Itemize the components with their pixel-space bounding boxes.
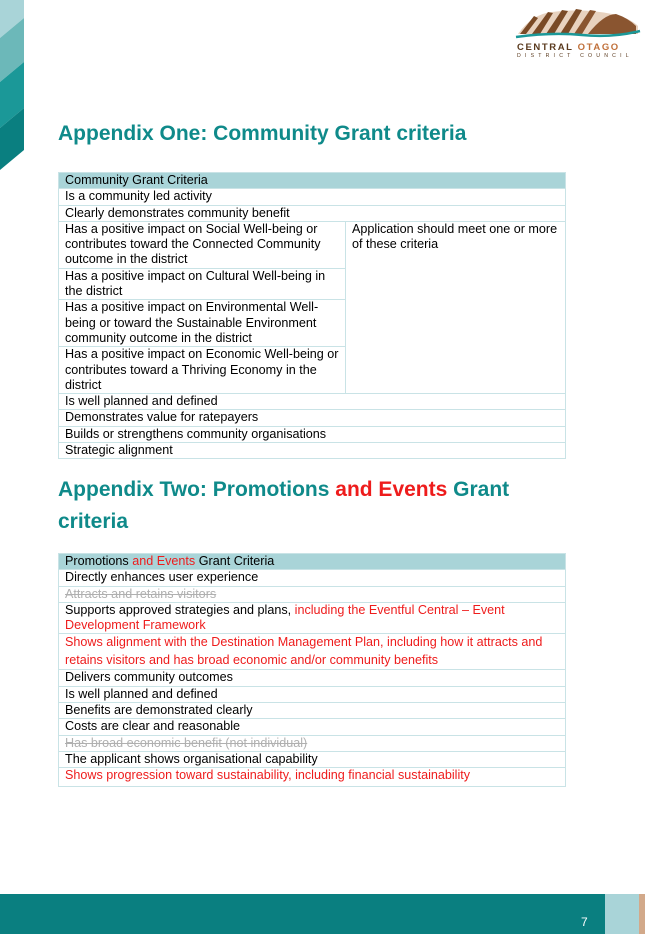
table-cell: Shows progression toward sustainability,… <box>58 767 566 787</box>
mountain-logo-icon <box>515 9 641 39</box>
table-row: Demonstrates value for ratepayers <box>58 409 566 427</box>
footer-accent-light <box>605 894 639 934</box>
table-row: Shows alignment with the Destination Man… <box>58 633 566 671</box>
table-cell: Costs are clear and reasonable <box>58 718 566 736</box>
table-row: The applicant shows organisational capab… <box>58 750 566 769</box>
page-footer: 7 <box>0 894 645 934</box>
table-row: Has a positive impact on Cultural Well-b… <box>58 267 566 301</box>
appendix-two-title: Appendix Two: Promotions and Events Gran… <box>58 478 510 533</box>
table-row: Strategic alignment <box>58 442 566 460</box>
page-number: 7 <box>581 915 588 929</box>
table-cell: Has a positive impact on Social Well-bei… <box>58 220 346 269</box>
table-header-row: Promotions and Events Grant Criteria <box>58 552 566 571</box>
table-header-row: Community Grant Criteria <box>58 171 566 190</box>
table-cell: Demonstrates value for ratepayers <box>58 409 566 427</box>
community-grant-criteria-table: Community Grant Criteria Is a community … <box>58 171 566 460</box>
table-cell: Shows alignment with the Destination Man… <box>58 633 566 671</box>
table-row: Delivers community outcomes <box>58 669 566 687</box>
table-cell: Has a positive impact on Cultural Well-b… <box>58 267 346 301</box>
logo-wordmark: CENTRAL OTAGO <box>517 42 620 53</box>
table-cell: Has a positive impact on Economic Well-b… <box>58 346 346 395</box>
table-cell: Has a positive impact on Environmental W… <box>58 299 346 348</box>
table-cell: Is well planned and defined <box>58 685 566 704</box>
table-cell: Delivers community outcomes <box>58 669 566 687</box>
table-row: Costs are clear and reasonable <box>58 718 566 736</box>
table-row: Builds or strengthens community organisa… <box>58 425 566 444</box>
table-row: Clearly demonstrates community benefit <box>58 204 566 222</box>
table-row: Has broad economic benefit (not individu… <box>58 734 566 752</box>
council-logo: CENTRAL OTAGO DISTRICT COUNCIL <box>512 4 642 60</box>
table-row: Supports approved strategies and plans, … <box>58 601 566 635</box>
table-cell: Builds or strengthens community organisa… <box>58 425 566 444</box>
appendix-one-title: Appendix One: Community Grant criteria <box>58 122 467 145</box>
table-cell: The applicant shows organisational capab… <box>58 750 566 769</box>
decorative-ribbon <box>0 0 24 170</box>
table-row: Benefits are demonstrated clearly <box>58 702 566 720</box>
logo-subtitle: DISTRICT COUNCIL <box>517 53 633 59</box>
table-cell: Is a community led activity <box>58 188 566 206</box>
struck-table-cell: Has broad economic benefit (not individu… <box>58 734 566 752</box>
table-row: Has a positive impact on Economic Well-b… <box>58 346 566 395</box>
table-header-cell: Promotions and Events Grant Criteria <box>58 552 566 571</box>
table-row: Is a community led activity <box>58 188 566 206</box>
table-cell: Clearly demonstrates community benefit <box>58 204 566 222</box>
grouped-criteria-note: Application should meet one or more of t… <box>345 220 566 395</box>
table-row: Is well planned and defined <box>58 393 566 411</box>
table-row: Is well planned and defined <box>58 685 566 704</box>
footer-accent-tan <box>639 894 645 934</box>
promotions-events-criteria-table: Promotions and Events Grant Criteria Dir… <box>58 552 566 787</box>
table-header-cell: Community Grant Criteria <box>58 171 566 190</box>
table-cell: Supports approved strategies and plans, … <box>58 601 566 635</box>
table-row: Has a positive impact on Environmental W… <box>58 299 566 348</box>
table-cell: Strategic alignment <box>58 442 566 460</box>
table-row: Shows progression toward sustainability,… <box>58 767 566 787</box>
table-cell: Is well planned and defined <box>58 393 566 411</box>
table-cell: Directly enhances user experience <box>58 569 566 587</box>
table-row: Has a positive impact on Social Well-bei… <box>58 220 566 395</box>
table-row: Directly enhances user experience <box>58 569 566 587</box>
struck-table-cell: Attracts and retains visitors <box>58 585 566 603</box>
table-cell: Benefits are demonstrated clearly <box>58 702 566 720</box>
table-row: Attracts and retains visitors <box>58 585 566 603</box>
